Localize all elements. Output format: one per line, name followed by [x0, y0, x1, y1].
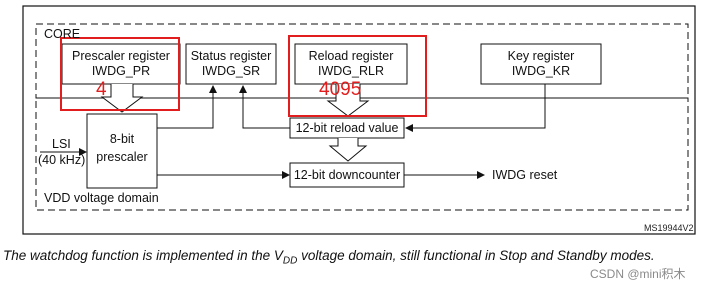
status-register-id: IWDG_SR — [201, 64, 261, 78]
lsi-frequency-label: (40 kHz) — [38, 153, 86, 167]
prescaler-to-sr-line — [157, 85, 217, 129]
lsi-label: LSI — [52, 137, 71, 151]
iwdg-block-diagram — [22, 5, 696, 235]
key-register-id: IWDG_KR — [511, 64, 571, 78]
highlight-prescaler-register — [60, 37, 180, 111]
status-register-box — [185, 43, 277, 85]
pr-to-prescaler-arrow — [100, 84, 144, 113]
outer-frame — [22, 5, 696, 235]
reload-value-label: 12-bit reload value — [295, 121, 399, 135]
prescaler-register-id: IWDG_PR — [91, 64, 151, 78]
watermark: CSDN @mini积木 — [590, 267, 686, 281]
vdd-region — [35, 97, 689, 211]
reload-register-name: Reload register — [308, 49, 394, 63]
prescaler-register-box — [61, 43, 181, 85]
reload-register-id: IWDG_RLR — [318, 64, 384, 78]
prescaler-block — [86, 113, 158, 189]
core-label: CORE — [44, 27, 81, 41]
reload-to-counter-arrow — [328, 138, 368, 162]
figure-caption: The watchdog function is implemented in … — [3, 246, 693, 271]
downcounter-label: 12-bit downcounter — [293, 168, 401, 182]
prescaler-block-line1: 8-bit — [109, 132, 135, 146]
kr-to-reload-line — [405, 84, 546, 132]
prescaler-block-line2: prescaler — [96, 150, 148, 164]
vdd-domain-label: VDD voltage domain — [44, 191, 159, 205]
key-register-box — [480, 43, 602, 85]
iwdg-reset-label: IWDG reset — [492, 168, 558, 182]
downcounter-box — [289, 162, 405, 188]
reload-to-sr-line — [239, 85, 290, 129]
prescaler-value-annotation: 4 — [96, 79, 107, 100]
reload-value-annotation: 4095 — [319, 79, 362, 100]
figure-reference: MS19944V2 — [644, 223, 694, 233]
caption-subscript: DD — [282, 255, 298, 267]
caption-part2: voltage domain, still functional in Stop… — [297, 248, 655, 263]
highlight-reload-register — [288, 35, 427, 117]
status-register-name: Status register — [190, 49, 272, 63]
prescaler-register-name: Prescaler register — [72, 49, 170, 63]
key-register-name: Key register — [507, 49, 575, 63]
caption-part1: The watchdog function is implemented in … — [3, 248, 283, 263]
